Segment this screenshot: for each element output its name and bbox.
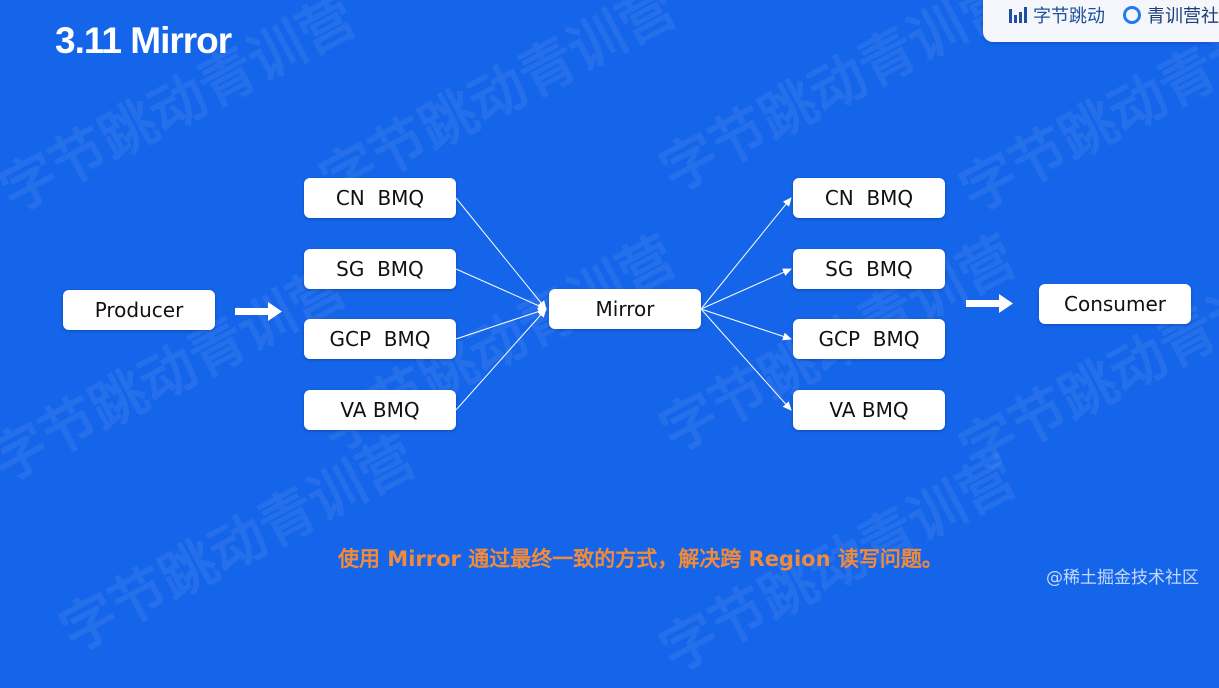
bytedance-logo-text: 字节跳动 — [1033, 6, 1105, 27]
bytedance-logo: 字节跳动 — [1009, 2, 1105, 28]
edge-cn-to-mirror — [455, 197, 547, 310]
slide-caption: 使用 Mirror 通过最终一致的方式，解决跨 Region 读写问题。 — [338, 547, 943, 571]
source-queue-cn: CN BMQ — [304, 178, 456, 218]
edge-mirror-to-va — [700, 308, 792, 411]
target-queue-gcp: GCP BMQ — [793, 319, 945, 359]
source-credit: @稀土掘金技术社区 — [1046, 568, 1199, 588]
source-queue-va: VA BMQ — [304, 390, 456, 430]
consumer-node: Consumer — [1039, 284, 1191, 324]
edge-gcp-to-mirror — [455, 307, 547, 340]
producer-node: Producer — [63, 290, 215, 330]
logo-bar: 字节跳动 青训营社区 — [983, 0, 1219, 42]
source-queue-gcp: GCP BMQ — [304, 319, 456, 359]
source-queue-sg: SG BMQ — [304, 249, 456, 289]
edge-va-to-mirror — [455, 308, 547, 411]
target-queue-va: VA BMQ — [793, 390, 945, 430]
diagram-connectors — [235, 197, 1013, 411]
target-queue-cn: CN BMQ — [793, 178, 945, 218]
edge-sg-to-mirror — [455, 268, 547, 310]
edge-mirror-to-sg — [700, 268, 792, 310]
producer-flow-arrow — [235, 302, 282, 321]
target-queue-sg: SG BMQ — [793, 249, 945, 289]
mirror-node: Mirror — [549, 289, 701, 329]
edge-mirror-to-gcp — [700, 308, 792, 341]
consumer-flow-arrow — [966, 294, 1013, 313]
camp-logo-text: 青训营社区 — [1147, 6, 1219, 27]
camp-logo: 青训营社区 — [1123, 2, 1219, 28]
bytedance-logo-icon — [1009, 7, 1027, 23]
edge-mirror-to-cn — [700, 197, 792, 310]
camp-logo-icon — [1123, 6, 1141, 24]
slide-title: 3.11 Mirror — [55, 20, 232, 61]
